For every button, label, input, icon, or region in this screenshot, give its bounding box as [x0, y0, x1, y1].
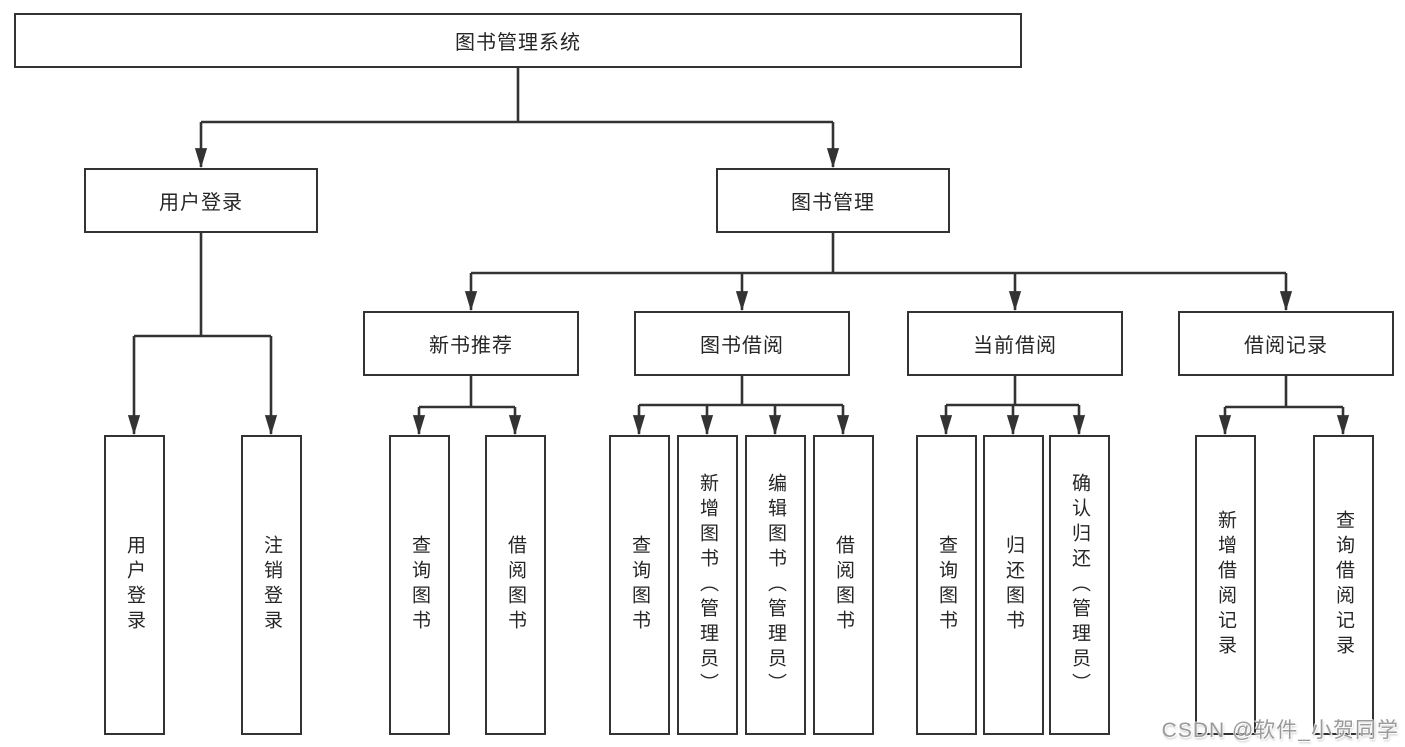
connector-records-children: [1218, 376, 1350, 436]
leaf-logout-label: 注销登录: [261, 535, 282, 635]
leaf-user-login-label: 用户登录: [124, 535, 145, 635]
leaf-confirm-return-admin: 确认归还（管理员）: [1049, 435, 1110, 735]
leaf-query-borrow-record: 查询借阅记录: [1313, 435, 1374, 735]
leaf-edit-books-admin-label: 编辑图书（管理员）: [765, 472, 786, 698]
leaf-add-books-admin: 新增图书（管理员）: [677, 435, 738, 735]
connector-new-book-children: [412, 376, 522, 436]
leaf-query-books-3: 查询图书: [916, 435, 977, 735]
leaf-query-books-1: 查询图书: [389, 435, 450, 735]
leaf-add-borrow-record: 新增借阅记录: [1195, 435, 1256, 735]
leaf-borrow-books-2: 借阅图书: [813, 435, 874, 735]
leaf-return-books-label: 归还图书: [1003, 535, 1024, 635]
node-book-management: 图书管理: [716, 168, 950, 233]
node-book-borrowing: 图书借阅: [634, 311, 850, 376]
connector-current-borrow-children: [939, 376, 1086, 436]
node-user-login: 用户登录: [84, 168, 318, 233]
leaf-query-books-1-label: 查询图书: [409, 535, 430, 635]
node-new-book-recommendation: 新书推荐: [363, 311, 579, 376]
leaf-logout: 注销登录: [241, 435, 302, 735]
leaf-add-books-admin-label: 新增图书（管理员）: [697, 472, 718, 698]
leaf-borrow-books-2-label: 借阅图书: [833, 535, 854, 635]
node-current-borrowing: 当前借阅: [907, 311, 1123, 376]
node-root: 图书管理系统: [14, 13, 1022, 68]
leaf-return-books: 归还图书: [983, 435, 1044, 735]
leaf-borrow-books-1: 借阅图书: [485, 435, 546, 735]
leaf-edit-books-admin: 编辑图书（管理员）: [745, 435, 806, 735]
csdn-watermark: CSDN @软件_小贺同学: [1161, 719, 1399, 742]
connector-root-to-level1: [194, 68, 840, 169]
leaf-user-login: 用户登录: [104, 435, 165, 735]
connector-book-borrow-children: [632, 376, 850, 436]
leaf-query-books-2-label: 查询图书: [629, 535, 650, 635]
leaf-borrow-books-1-label: 借阅图书: [505, 535, 526, 635]
leaf-query-books-3-label: 查询图书: [936, 535, 957, 635]
leaf-query-borrow-record-label: 查询借阅记录: [1333, 510, 1354, 660]
leaf-confirm-return-admin-label: 确认归还（管理员）: [1069, 472, 1090, 698]
leaf-query-books-2: 查询图书: [609, 435, 670, 735]
node-borrowing-records: 借阅记录: [1178, 311, 1394, 376]
connector-book-mgmt-children: [464, 233, 1293, 312]
connector-user-login-children: [127, 233, 278, 436]
leaf-add-borrow-record-label: 新增借阅记录: [1215, 510, 1236, 660]
